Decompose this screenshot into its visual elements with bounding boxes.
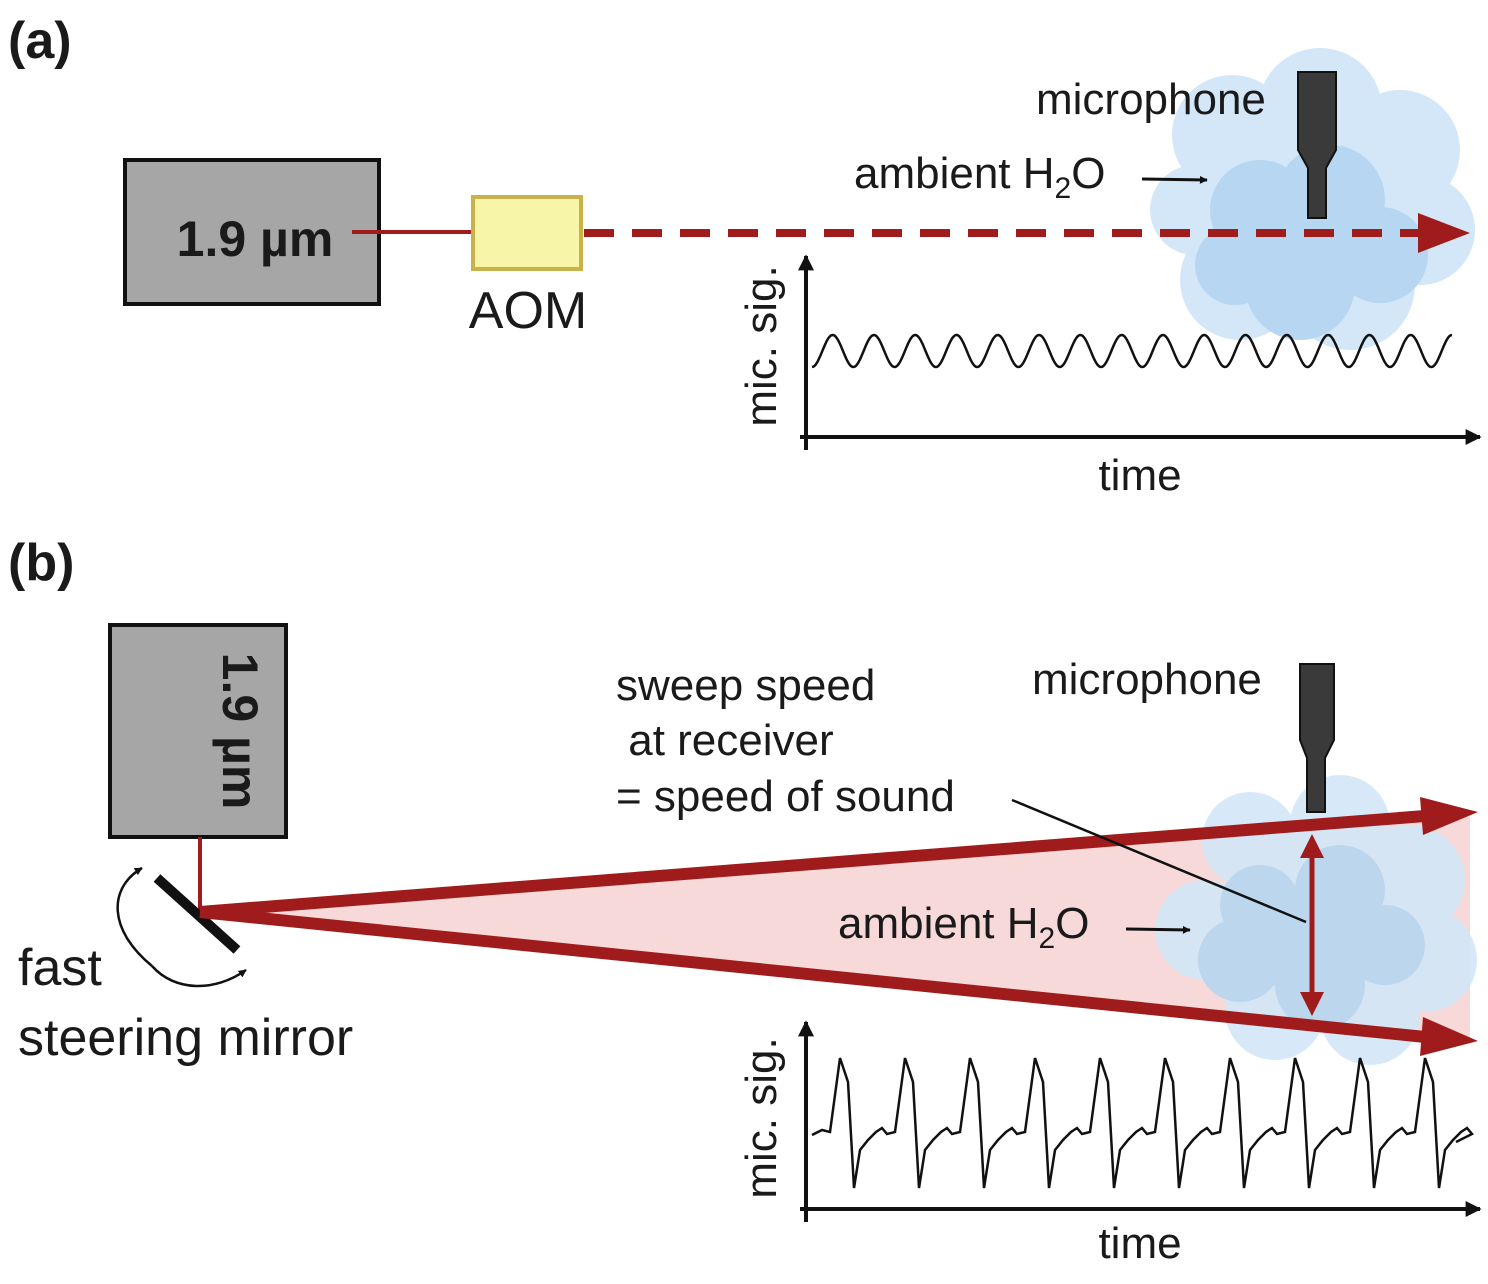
sweep-arrowhead-down <box>1300 992 1324 1016</box>
mirror-label-line2: steering mirror <box>18 1009 353 1067</box>
aom-label: AOM <box>469 282 587 340</box>
beam-a-arrowhead <box>1418 213 1470 253</box>
beam-b-upper-arrowhead <box>1420 797 1478 835</box>
plot-a-ylabel: mic. sig. <box>737 265 786 426</box>
plot-a-xlabel: time <box>1098 451 1181 500</box>
mirror-label-line1: fast <box>18 939 102 997</box>
beam-b-lower <box>199 906 1426 1043</box>
laser-source-b <box>108 623 288 839</box>
plot-a-trace <box>811 333 1453 369</box>
plot-b-ylabel: mic. sig. <box>737 1037 786 1198</box>
mirror-rotation-arrow-down <box>151 965 247 988</box>
plot-b-trace <box>811 1057 1474 1189</box>
sweep-note-leader <box>1011 798 1307 924</box>
microphone-icon-b <box>1299 663 1335 813</box>
sweep-note-line3: = speed of sound <box>616 772 955 821</box>
laser-label-a: 1.9 µm <box>177 211 334 267</box>
microphone-label-b: microphone <box>1032 655 1262 704</box>
sweep-fan <box>200 812 1470 1040</box>
gas-pointer-b <box>1125 925 1191 934</box>
panel-a-tag: (a) <box>8 12 72 70</box>
laser-source-a <box>123 158 381 306</box>
steering-mirror <box>153 874 241 954</box>
panel-b-tag: (b) <box>8 534 74 592</box>
panel-b: (b) <box>8 534 1482 1268</box>
beam-b-lower-arrowhead <box>1420 1017 1478 1056</box>
sweep-note-line2: at receiver <box>616 716 834 765</box>
sweep-note-line1: sweep speed <box>616 661 875 710</box>
microphone-label-a: microphone <box>1036 75 1266 124</box>
laser-label-b: 1.9 µm <box>212 653 268 810</box>
sweep-arrowhead-up <box>1300 834 1324 858</box>
gas-label-a: ambient H2O <box>854 149 1105 205</box>
gas-label-b: ambient H2O <box>838 899 1089 955</box>
microphone-icon-a <box>1297 71 1337 219</box>
gas-pointer-a <box>1141 175 1208 184</box>
beam-b-upper <box>199 810 1426 918</box>
panel-a: (a) 1.9 µm <box>8 12 1482 500</box>
plot-b-xlabel: time <box>1098 1219 1181 1268</box>
aom-box <box>471 195 583 271</box>
mirror-rotation-arrow-up <box>116 866 153 967</box>
